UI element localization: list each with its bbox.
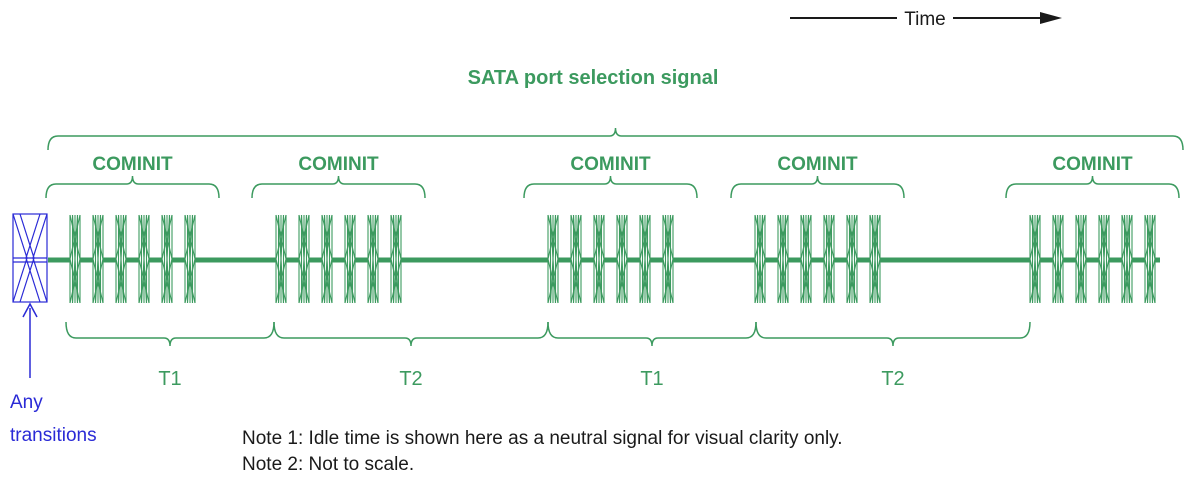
cominit-burst <box>593 214 605 304</box>
cominit-label-4: COMINIT <box>777 154 858 175</box>
cominit-burst <box>275 214 287 304</box>
diagram-title: SATA port selection signal <box>468 67 719 89</box>
signal-brace <box>47 127 1184 151</box>
cominit-brace-3 <box>523 175 698 199</box>
cominit-brace-2 <box>251 175 426 199</box>
any-transitions-label-1: Any <box>10 392 43 413</box>
cominit-burst <box>823 214 835 304</box>
cominit-brace-5 <box>1005 175 1180 199</box>
any-transitions-arrow <box>22 302 38 378</box>
cominit-burst <box>777 214 789 304</box>
any-transitions-box <box>12 213 48 303</box>
cominit-burst <box>616 214 628 304</box>
cominit-burst <box>138 214 150 304</box>
note-1: Note 1: Idle time is shown here as a neu… <box>242 428 843 449</box>
bursts-group <box>69 214 1156 304</box>
interval-brace-1 <box>65 321 275 347</box>
interval-label-4: T2 <box>881 368 904 390</box>
cominit-burst <box>639 214 651 304</box>
cominit-label-5: COMINIT <box>1052 154 1133 175</box>
cominit-brace-4 <box>730 175 905 199</box>
interval-label-1: T1 <box>158 368 181 390</box>
cominit-burst <box>321 214 333 304</box>
time-arrow: Time <box>790 9 1062 30</box>
cominit-burst <box>1029 214 1041 304</box>
cominit-burst <box>846 214 858 304</box>
cominit-brace-1 <box>45 175 220 199</box>
cominit-burst <box>1075 214 1087 304</box>
cominit-burst <box>754 214 766 304</box>
any-transitions-label-2: transitions <box>10 425 97 446</box>
braces-group <box>45 127 1184 347</box>
cominit-burst <box>344 214 356 304</box>
cominit-burst <box>1144 214 1156 304</box>
cominit-label-1: COMINIT <box>92 154 173 175</box>
cominit-burst <box>1052 214 1064 304</box>
cominit-burst <box>662 214 674 304</box>
cominit-burst <box>390 214 402 304</box>
note-2: Note 2: Not to scale. <box>242 454 414 475</box>
cominit-burst <box>298 214 310 304</box>
cominit-label-2: COMINIT <box>298 154 379 175</box>
cominit-burst <box>92 214 104 304</box>
cominit-burst <box>570 214 582 304</box>
interval-label-2: T2 <box>399 368 422 390</box>
interval-brace-4 <box>755 321 1031 347</box>
cominit-burst <box>367 214 379 304</box>
cominit-burst <box>547 214 559 304</box>
interval-brace-2 <box>273 321 549 347</box>
cominit-burst <box>184 214 196 304</box>
cominit-burst <box>869 214 881 304</box>
cominit-burst <box>161 214 173 304</box>
labels-group: COMINIT COMINIT COMINIT COMINIT COMINIT T1 T2 T… <box>92 154 1133 390</box>
interval-label-3: T1 <box>640 368 663 390</box>
interval-brace-3 <box>547 321 757 347</box>
cominit-burst <box>69 214 81 304</box>
cominit-burst <box>1098 214 1110 304</box>
cominit-burst <box>800 214 812 304</box>
cominit-burst <box>1121 214 1133 304</box>
time-label: Time <box>904 9 946 30</box>
cominit-label-3: COMINIT <box>570 154 651 175</box>
cominit-burst <box>115 214 127 304</box>
